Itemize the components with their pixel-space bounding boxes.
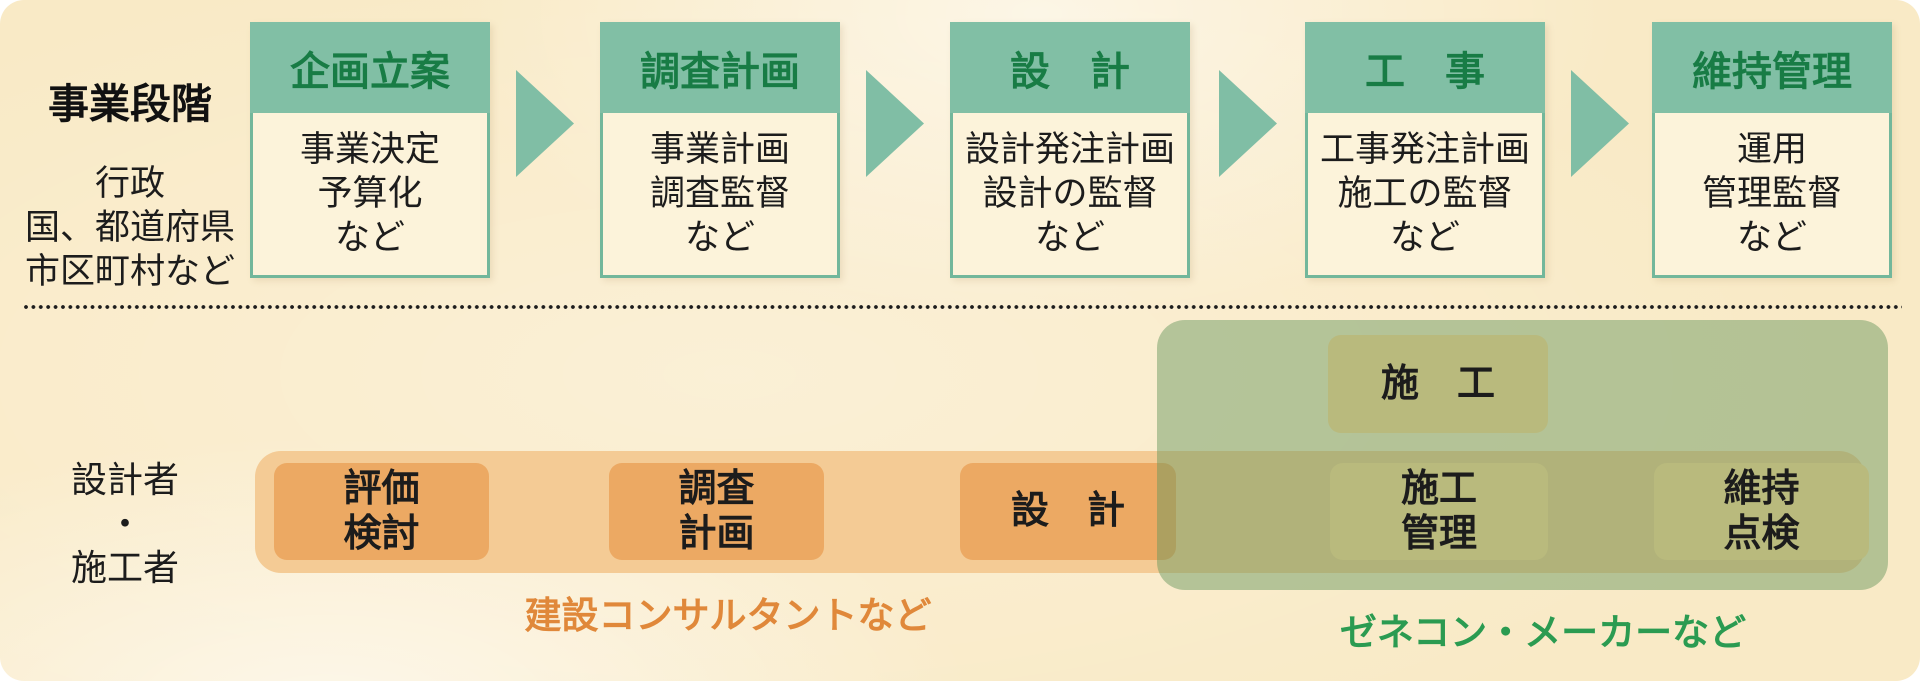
task-box-maintenance-inspection: 維持 点検 [1654,463,1869,560]
task-box-design: 設 計 [960,463,1176,560]
stage-line: など [1389,218,1460,257]
stage-line: 工事発注計画 [1319,130,1530,169]
actor-axis-label: 設計者 ・ 施工者 [30,458,220,590]
phase-axis-line: 市区町村など [24,252,235,291]
stage-body: 運用 管理監督 など [1652,113,1892,278]
contractor-group-label: ゼネコン・メーカーなど [1339,612,1747,653]
stage-line: など [1736,218,1807,257]
task-line: 計画 [678,512,755,555]
stage-header: 維持管理 [1652,22,1892,113]
stage-line: 事業決定 [299,130,440,169]
right-arrow-icon [1219,70,1277,177]
stage-header: 調査計画 [600,22,840,113]
task-line: 評価 [343,467,420,510]
task-line: 維持 [1723,467,1800,510]
stage-line: 調査監督 [649,174,790,213]
stage-body: 事業決定 予算化 など [250,113,490,278]
phase-axis-sublines: 行政 国、都道府県 市区町村など [10,162,250,294]
task-line: 設 計 [1010,490,1125,532]
phase-axis-label: 事業段階 行政 国、都道府県 市区町村など [10,70,250,294]
right-arrow-icon [516,70,574,177]
task-box-survey-planning: 調査 計画 [609,463,824,560]
stage-box-survey: 調査計画 事業計画 調査監督 など [600,22,840,278]
right-arrow-icon [1571,70,1629,177]
phase-axis-line: 行政 [94,164,165,203]
task-line: 点検 [1723,512,1800,555]
consultant-group-label: 建設コンサルタントなど [524,595,932,636]
phase-axis-title: 事業段階 [48,81,212,127]
stage-header: 設 計 [950,22,1190,113]
right-arrow-icon [866,70,924,177]
task-line: 施工 [1400,467,1477,510]
stage-line: 管理監督 [1701,174,1842,213]
stage-box-planning: 企画立案 事業決定 予算化 など [250,22,490,278]
stage-body: 設計発注計画 設計の監督 など [950,113,1190,278]
stage-body: 事業計画 調査監督 など [600,113,840,278]
stage-line: 運用 [1736,130,1807,169]
task-box-evaluation: 評価 検討 [274,463,489,560]
task-line: 管理 [1400,512,1477,555]
stage-header: 企画立案 [250,22,490,113]
stage-box-design: 設 計 設計発注計画 設計の監督 など [950,22,1190,278]
stage-box-construction: 工 事 工事発注計画 施工の監督 など [1305,22,1545,278]
stage-box-maintenance: 維持管理 運用 管理監督 など [1652,22,1892,278]
task-box-execution: 施 工 [1328,335,1548,433]
stage-line: 事業計画 [649,130,790,169]
phase-axis-line: 国、都道府県 [24,208,235,247]
stage-line: 予算化 [317,174,423,213]
task-line: 施 工 [1380,362,1495,405]
stage-line: 施工の監督 [1337,174,1513,213]
stage-line: など [334,218,405,257]
task-line: 調査 [678,467,755,510]
stage-line: 設計発注計画 [964,130,1175,169]
actor-axis-line: ・ [106,503,143,544]
stage-body: 工事発注計画 施工の監督 など [1305,113,1545,278]
stage-line: 設計の監督 [982,174,1158,213]
dotted-divider [24,305,1902,310]
stage-header: 工 事 [1305,22,1545,113]
stage-line: など [1034,218,1105,257]
actor-axis-line: 施工者 [70,547,179,588]
task-line: 検討 [343,512,420,555]
task-box-construction-management: 施工 管理 [1330,463,1548,560]
stage-line: など [684,218,755,257]
actor-axis-line: 設計者 [70,459,179,500]
